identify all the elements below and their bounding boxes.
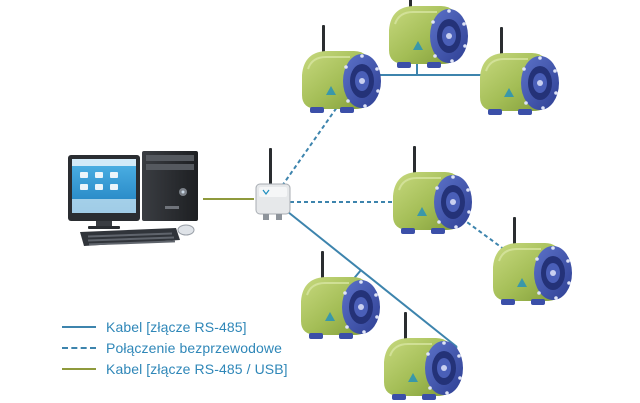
sensor-icon [388, 0, 469, 69]
legend-solid-line-olive [62, 367, 96, 370]
sensor-icon [492, 216, 573, 306]
legend-label: Połączenie bezprzewodowe [106, 339, 282, 356]
wireless-link-top [281, 99, 343, 187]
sensor-icon [301, 24, 382, 114]
sensor-icon [300, 250, 381, 340]
legend-label: Kabel [złącze RS-485 / USB] [106, 360, 288, 377]
sensor-icon [392, 145, 473, 235]
sensor-icon [383, 311, 464, 401]
sensor-icon [479, 26, 560, 116]
cable-bottom-trunk [287, 211, 458, 348]
legend-item-usb-cable: Kabel [złącze RS-485 / USB] [62, 358, 288, 379]
legend-label: Kabel [złącze RS-485] [106, 318, 247, 335]
gateway-icon [255, 148, 291, 220]
legend-item-cable: Kabel [złącze RS-485] [62, 316, 288, 337]
legend-dashed-line [62, 346, 96, 349]
legend-item-wireless: Połączenie bezprzewodowe [62, 337, 288, 358]
legend: Kabel [złącze RS-485] Połączenie bezprze… [62, 316, 288, 379]
computer-icon [68, 151, 198, 246]
legend-solid-line [62, 325, 96, 328]
